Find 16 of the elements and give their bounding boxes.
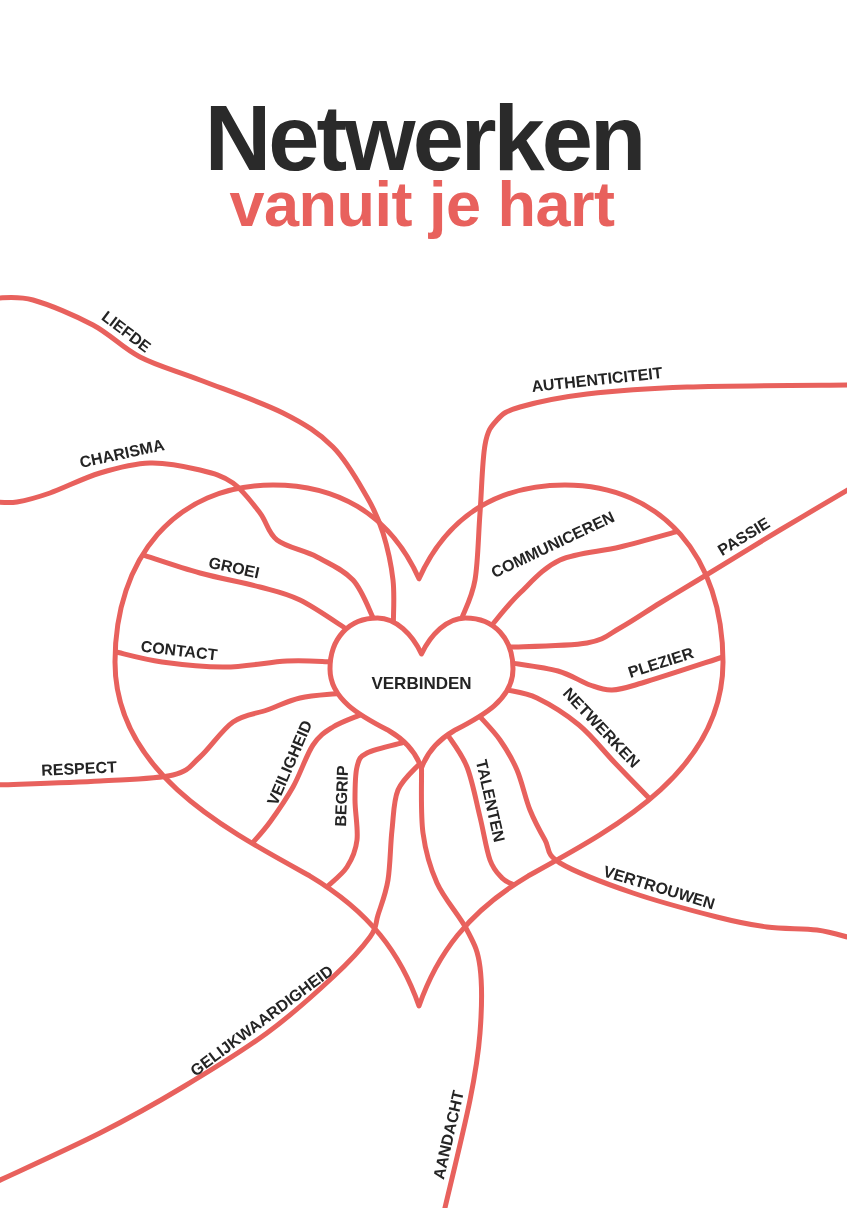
node-label: VERBINDEN: [371, 674, 472, 691]
connector-line: [141, 552, 348, 631]
connector-line: [509, 485, 847, 650]
edge-label: BEGRIP: [332, 764, 352, 827]
connector-line: [325, 739, 406, 889]
connector-line: [489, 529, 679, 627]
connector-line: [0, 691, 339, 788]
connector-line: [0, 761, 422, 1185]
connector-line: [477, 714, 847, 941]
edge-label: GROEI: [206, 554, 261, 581]
connector-line: [507, 687, 652, 801]
connector-line: [418, 767, 484, 1208]
edge-label: CONTACT: [139, 638, 219, 664]
edge-label: CHARISMA: [78, 436, 167, 471]
edge-label: RESPECT: [40, 759, 118, 779]
edge-label: AUTHENTICITEIT: [530, 364, 664, 395]
